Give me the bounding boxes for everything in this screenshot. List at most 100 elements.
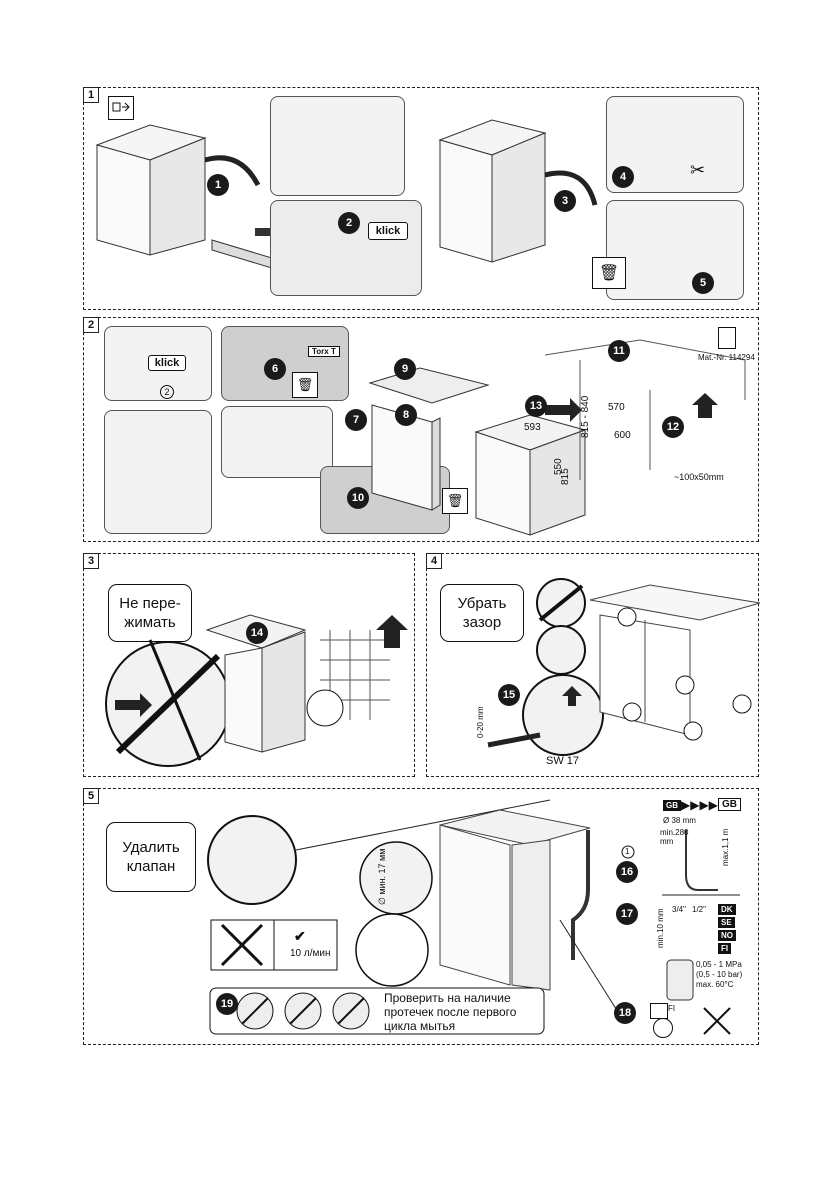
- circled-1-mark: [621, 845, 635, 859]
- step-10: 10: [347, 487, 369, 509]
- dishwasher-freestanding-2: [438, 119, 547, 263]
- dia38-label: Ø 38 mm: [663, 816, 696, 825]
- gb-badge-small: GB: [663, 800, 681, 811]
- checkmark-icon: ✔: [294, 928, 306, 944]
- mat-nr-icon: [718, 327, 736, 349]
- step-16: 16: [616, 861, 638, 883]
- circled-1: 1: [625, 847, 630, 856]
- tile-wall: [320, 630, 390, 720]
- dishwasher-built-in: [474, 414, 587, 536]
- check-leaks-text: Проверить на наличие протечек после перв…: [384, 991, 517, 1033]
- rotate-arrow-3: [544, 170, 598, 206]
- corner-circle: [675, 675, 695, 695]
- klick-label-2: klick: [148, 355, 186, 371]
- gb-siphon: [662, 830, 740, 896]
- step-12: 12: [662, 416, 684, 438]
- panel-number: 1: [83, 87, 99, 103]
- step-5: 5: [692, 272, 714, 294]
- step-2: 2: [338, 212, 360, 234]
- country-se: SE: [718, 917, 735, 928]
- prohibited-cross: [115, 653, 221, 755]
- step-17: 17: [616, 903, 638, 925]
- no-kink-box: [209, 987, 545, 1035]
- panel-3: 3: [83, 553, 415, 777]
- recycle-bin-icon: 🗑: [292, 372, 318, 398]
- panel-number: 3: [83, 553, 99, 569]
- fi-symbol: FI: [668, 1004, 676, 1013]
- prohibited-cross: [538, 584, 584, 622]
- step-15: 15: [498, 684, 520, 706]
- push-arrow: [115, 693, 152, 717]
- dishwasher-freestanding: [95, 124, 207, 256]
- push-arrow-13: [545, 398, 582, 422]
- dim-593: 593: [524, 422, 541, 433]
- dim-100x50: ~100x50mm: [674, 472, 724, 482]
- up-arrow: [562, 686, 582, 706]
- step-18: 18: [614, 1002, 636, 1024]
- panel-number: 5: [83, 788, 99, 804]
- panel-number: 4: [426, 553, 442, 569]
- panel-1: 1: [83, 87, 759, 310]
- recycle-bin-icon: 🗑: [442, 488, 468, 514]
- country-no: NO: [718, 930, 736, 941]
- gap-right-circle: [536, 625, 586, 675]
- callout-remove-gap: Убрать зазор: [440, 584, 524, 642]
- up-arrow: [376, 615, 408, 648]
- mat-nr-label: Mat.-Nr. 114294: [698, 353, 755, 362]
- step-13: 13: [525, 395, 547, 417]
- gb-badge-big: GB: [718, 798, 741, 811]
- step-6: 6: [264, 358, 286, 380]
- recycle-bin-icon: 🗑: [592, 257, 626, 289]
- detail-hose-drip: [104, 410, 212, 534]
- min280-label: min.280 mm: [660, 828, 689, 846]
- circled-2: 2: [160, 385, 174, 399]
- corner-circle: [732, 694, 752, 714]
- detail-worktop-bracket: [221, 406, 333, 478]
- thread-12: 1/2": [692, 905, 706, 914]
- step-14: 14: [246, 622, 268, 644]
- klick-label-1: klick: [368, 222, 408, 240]
- hose-detail-circle: [306, 689, 344, 727]
- arrows-icon: ▶▶▶▶: [681, 798, 718, 812]
- detail-film-remove: [606, 200, 744, 300]
- step-7: 7: [345, 409, 367, 431]
- power-disconnect-icon: [108, 96, 134, 120]
- corner-circle: [683, 721, 703, 741]
- dishwasher-14: [205, 614, 307, 753]
- panel-4: 4: [426, 553, 759, 777]
- step-4: 4: [612, 166, 634, 188]
- panel-5: 5: [83, 788, 759, 1045]
- prohibited-cross: [148, 639, 202, 761]
- step-11: 11: [608, 340, 630, 362]
- step-3: 3: [554, 190, 576, 212]
- scissors-icon: ✂: [690, 160, 706, 180]
- pressure-label: 0,05 - 1 MPa (0,5 - 10 bar) max. 60°C: [696, 960, 743, 989]
- kitchen-niche: [544, 339, 746, 480]
- country-dk: DK: [718, 904, 736, 915]
- ground-socket-icon: [653, 1018, 673, 1038]
- water-tap-diagram: [666, 959, 694, 1001]
- torx-label: Torx T: [308, 346, 340, 357]
- valve-detail-circle: [207, 815, 297, 905]
- sw17-label: SW 17: [546, 755, 580, 767]
- plug-icon: [112, 102, 130, 112]
- wrench-icon: [487, 732, 541, 748]
- dim-600: 600: [614, 430, 631, 441]
- thread-34: 3/4": [672, 905, 686, 914]
- up-arrow-12: [692, 393, 718, 418]
- step-1: 1: [207, 174, 229, 196]
- sink-pipe: [571, 830, 590, 960]
- filter-tap-box: [210, 919, 338, 971]
- dim-570: 570: [608, 402, 625, 413]
- callout-remove-valve: Удалить клапан: [106, 822, 196, 892]
- panel-2: 2: [83, 317, 759, 542]
- rotate-arrow-1: [204, 155, 261, 187]
- step-8: 8: [395, 404, 417, 426]
- corner-circle: [622, 702, 642, 722]
- country-fi: FI: [718, 943, 732, 954]
